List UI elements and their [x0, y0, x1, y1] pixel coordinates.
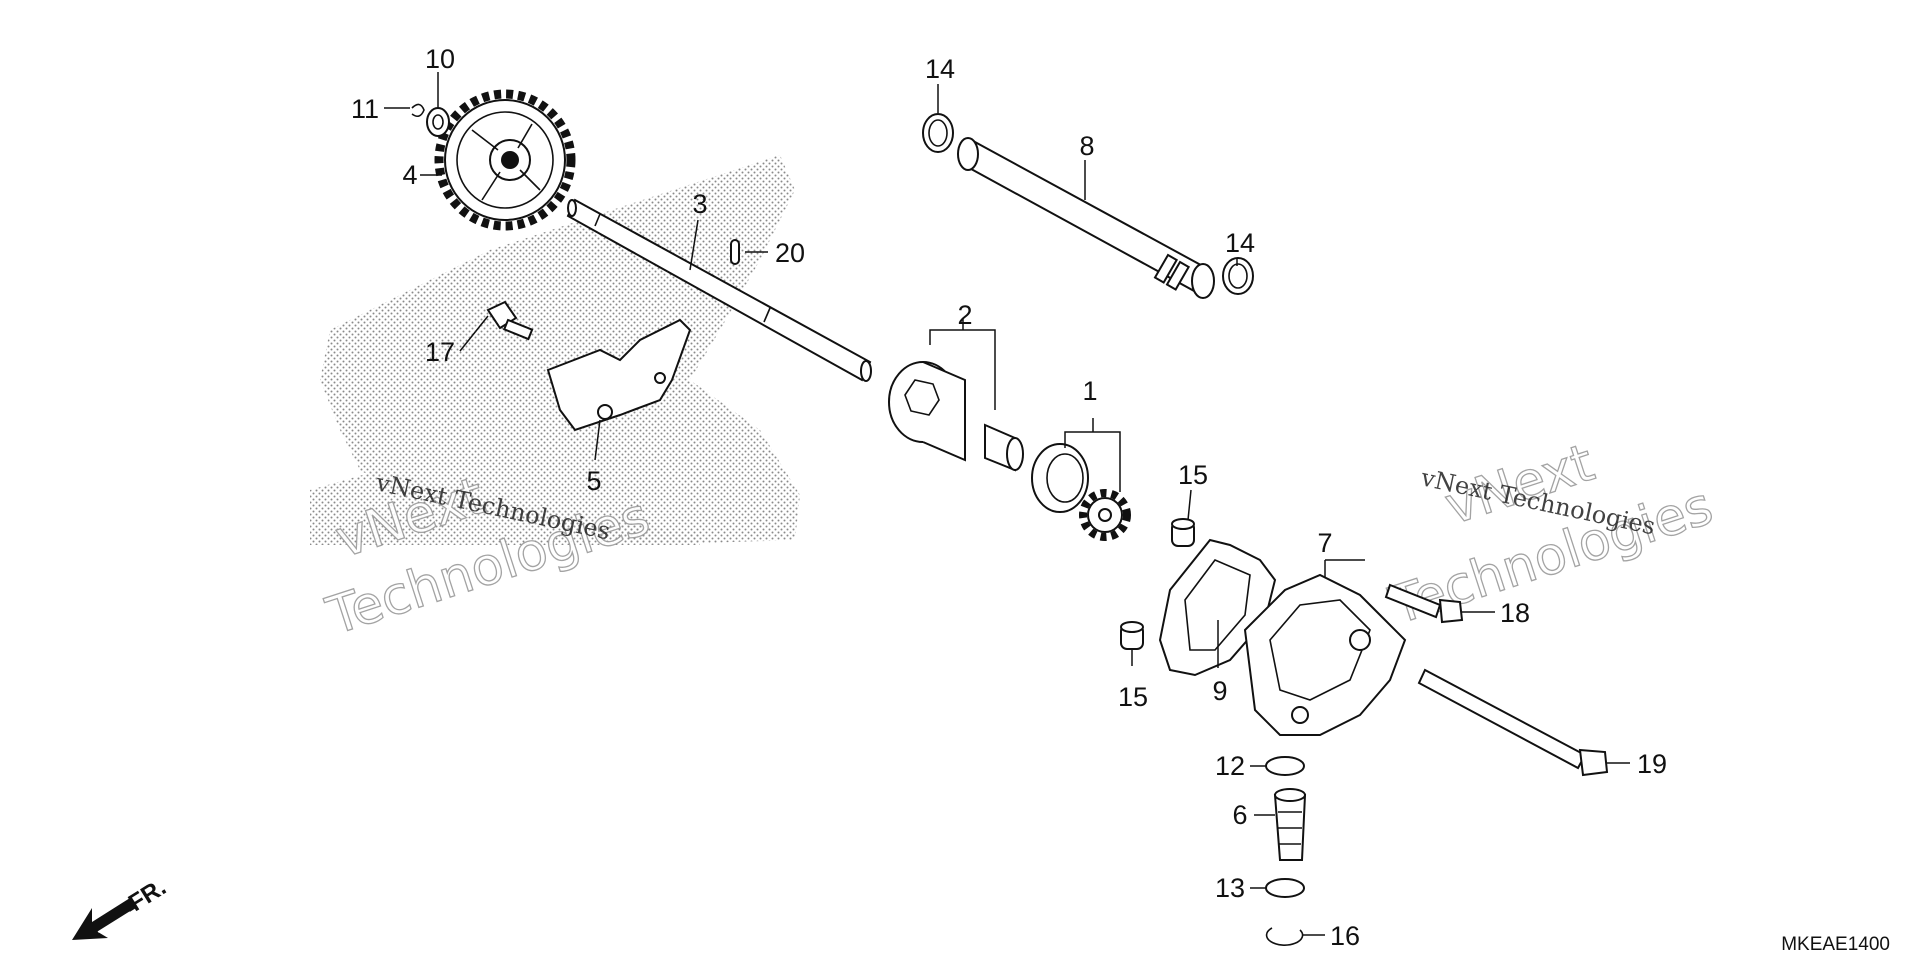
part-14-oring-top: [922, 113, 954, 153]
part-20-pin: [730, 239, 740, 265]
stippled-background: [310, 155, 800, 545]
callout-labels: 1 2 3 4 5 6 7 8 9 10 11 12 13 14 14 15 1…: [351, 44, 1667, 951]
callout-14-bottom: 14: [1225, 228, 1255, 258]
part-14-oring-bottom: [1222, 257, 1254, 295]
callout-3: 3: [692, 189, 707, 219]
part-3-shaft: [566, 198, 872, 382]
part-19-bolt: [1417, 668, 1609, 777]
callout-11: 11: [351, 94, 379, 124]
callout-15-lower: 15: [1118, 682, 1148, 712]
part-8-pipe: [957, 137, 1215, 299]
part-10-washer: [426, 107, 450, 137]
part-11-clip: [411, 103, 425, 118]
callout-17: 17: [425, 337, 455, 367]
callout-10: 10: [425, 44, 455, 74]
callout-12: 12: [1215, 751, 1245, 781]
part-1-rotor-outer: [1031, 443, 1089, 513]
front-arrow: FR.: [72, 874, 171, 940]
callout-19: 19: [1637, 749, 1667, 779]
part-18-bolt: [1384, 583, 1464, 624]
callout-8: 8: [1079, 131, 1094, 161]
callout-6: 6: [1232, 800, 1247, 830]
part-15-dowel-upper: [1171, 518, 1195, 547]
callout-1: 1: [1082, 376, 1097, 406]
callout-2: 2: [957, 300, 972, 330]
part-2-rotor-inner: [984, 423, 1024, 472]
diagram-code: MKEAE1400: [1781, 934, 1890, 955]
part-4-gear: [434, 89, 576, 231]
callout-4: 4: [402, 160, 417, 190]
callout-9: 9: [1212, 676, 1227, 706]
part-5-plate: [546, 318, 692, 432]
part-2-rotor-outer: [888, 361, 966, 462]
part-17-bolt: [486, 300, 534, 341]
leader-lines: [384, 72, 1630, 936]
callout-14-top: 14: [925, 54, 955, 84]
part-15-dowel-lower: [1120, 621, 1144, 650]
part-13-washer: [1265, 878, 1305, 898]
part-6-relief-valve: [1273, 788, 1307, 861]
part-7-pump-body: [1243, 573, 1407, 736]
part-16-circlip: [1265, 927, 1304, 946]
part-1-rotor-inner: [1079, 489, 1131, 541]
callout-7: 7: [1317, 528, 1332, 558]
callout-20: 20: [775, 238, 805, 268]
callout-18: 18: [1500, 598, 1530, 628]
callout-15-upper: 15: [1178, 460, 1208, 490]
callout-16: 16: [1330, 921, 1360, 951]
callout-5: 5: [586, 466, 601, 496]
callout-13: 13: [1215, 873, 1245, 903]
front-arrow-icon: [72, 898, 136, 940]
part-12-washer: [1265, 756, 1305, 776]
